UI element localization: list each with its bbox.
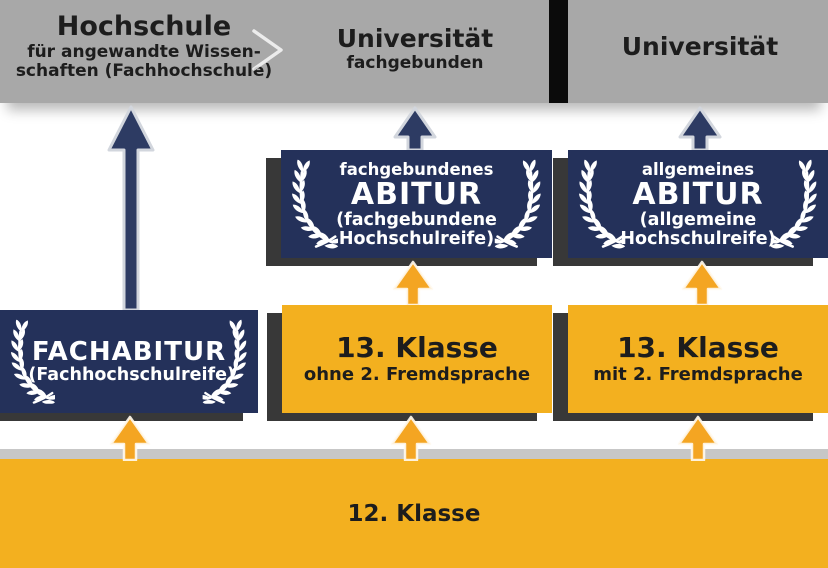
laurel-wreath-right-icon (495, 160, 542, 249)
fachgebundenes-abitur-subline2: Hochschulreife) (338, 228, 495, 249)
fachgebundenes-abitur-box: fachgebundenes ABITUR (fachgebundene Hoc… (281, 150, 552, 258)
fachgebundenes-abitur-subline1: (fachgebundene (336, 209, 497, 230)
hochschule-title: Hochschule (56, 11, 232, 42)
allgemeines-abitur-topline: allgemeines (641, 159, 755, 179)
klasse13-mit-box: 13. Klasse mit 2. Fremdsprache (568, 305, 828, 413)
klasse12-box: 12. Klasse (0, 459, 828, 568)
arrow-klasse12-to-klasse13-ohne-icon (390, 415, 432, 461)
klasse13-ohne-title: 13. Klasse (336, 331, 498, 364)
arrow-abitur-to-universitaet-icon (678, 106, 722, 152)
fachabitur-title: FACHABITUR (31, 336, 227, 367)
header-universitaet: Universität (590, 33, 810, 60)
laurel-wreath-right-icon (771, 160, 818, 249)
allgemeines-abitur-title: ABITUR (632, 176, 764, 212)
klasse12-title: 12. Klasse (347, 500, 481, 527)
universitaet-title: Universität (621, 32, 779, 61)
fachgebundenes-abitur-title: ABITUR (350, 176, 483, 212)
hochschule-subtitle-line1: für angewandte Wissen- (27, 42, 261, 63)
header-hochschule: Hochschule für angewandte Wissen- schaft… (6, 12, 282, 81)
allgemeines-abitur-subline1: (allgemeine (639, 209, 757, 230)
chevron-right-icon (252, 29, 283, 71)
fachabitur-subtitle: (Fachhochschulreife) (28, 364, 235, 385)
header-universitaet-fachgebunden: Universität fachgebunden (305, 25, 525, 73)
universitaet-fachgebunden-subtitle: fachgebunden (346, 53, 484, 73)
klasse13-mit-title: 13. Klasse (617, 331, 779, 364)
arrow-klasse13-ohne-to-abitur-icon (392, 260, 434, 306)
header-divider (549, 0, 568, 103)
arrow-klasse13-mit-to-abitur-icon (681, 260, 723, 306)
arrow-abitur-to-universitaet-fachgebunden-icon (393, 106, 437, 152)
universitaet-fachgebunden-title: Universität (336, 24, 494, 53)
arrow-klasse12-to-klasse13-mit-icon (677, 415, 719, 461)
laurel-wreath-left-icon (291, 160, 338, 249)
header-band: Hochschule für angewandte Wissen- schaft… (0, 0, 828, 103)
hochschule-subtitle-line2: schaften (Fachhochschule) (15, 61, 273, 82)
arrow-fachabitur-to-hochschule-icon (107, 105, 155, 312)
klasse13-ohne-box: 13. Klasse ohne 2. Fremdsprache (282, 305, 552, 413)
allgemeines-abitur-box: allgemeines ABITUR (allgemeine Hochschul… (568, 150, 828, 258)
laurel-wreath-left-icon (578, 160, 625, 249)
klasse13-mit-subtitle: mit 2. Fremdsprache (593, 364, 803, 385)
arrow-klasse12-to-fachabitur-icon (109, 415, 151, 461)
fachgebundenes-abitur-topline: fachgebundenes (339, 159, 494, 179)
allgemeines-abitur-subline2: Hochschulreife) (620, 228, 776, 249)
fachabitur-box: FACHABITUR (Fachhochschulreife) (0, 310, 258, 413)
klasse13-ohne-subtitle: ohne 2. Fremdsprache (303, 364, 531, 385)
